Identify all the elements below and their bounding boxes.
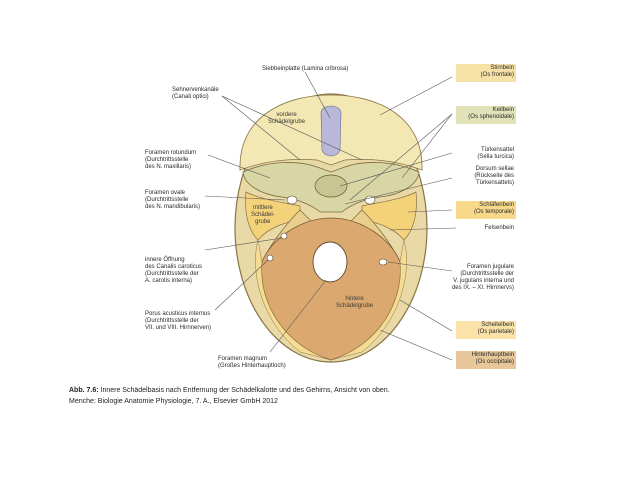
label-vordere-schaedelgrube: vordere Schädelgrube <box>268 112 306 125</box>
label-canalis-caroticus: innere Öffnung des Canalis caroticus (Du… <box>145 257 203 284</box>
leader-lines <box>204 71 457 361</box>
figure-caption: Abb. 7.6: Innere Schädelbasis nach Entfe… <box>69 387 390 394</box>
temporal-bone-left <box>245 191 301 241</box>
porus-acusticus <box>266 254 274 262</box>
foramen-ovale-left <box>286 195 298 205</box>
label-keilbein: Keilbein (Os sphenoidale) <box>456 106 516 124</box>
label-hinterhauptbein: Hinterhauptbein (Os occipitale) <box>456 351 516 369</box>
temporal-bone-right <box>361 191 417 241</box>
label-siebbeinplatte: Siebbeinplatte (Lamina cribrosa) <box>262 66 349 72</box>
parietal-right <box>330 239 407 361</box>
sella-turcica <box>314 174 348 198</box>
label-foramen-magnum: Foramen magnum (Großes Hinterhauptloch) <box>218 356 286 369</box>
label-scheitelbein: Scheitelbein (Os parietale) <box>456 321 516 339</box>
label-hintere-schaedelgrube: hintere Schädelgrube <box>336 296 374 309</box>
foramen-ovale-right <box>364 195 376 205</box>
caption-text: Innere Schädelbasis nach Entfernung der … <box>98 387 390 394</box>
figure-number: Abb. 7.6: <box>69 387 99 394</box>
canalis-caroticus <box>280 232 288 240</box>
label-foramen-jugulare: Foramen jugulare (Durchtrittsstelle der … <box>451 264 514 291</box>
foramen-magnum <box>312 241 348 283</box>
label-sehnervenkanaele: Sehnervenkanäle (Canali optici) <box>172 87 219 100</box>
label-foramen-ovale: Foramen ovale (Durchtrittsstelle des N. … <box>145 190 201 210</box>
label-dorsum-sellae: Dorsum sellae (Rückseite des Türkensatte… <box>474 166 514 186</box>
cribriform-plate <box>320 105 342 157</box>
foramen-jugulare <box>378 258 388 266</box>
label-porus-acusticus: Porus acusticus internus (Durchtrittsste… <box>145 311 212 331</box>
label-stirnbein: Stirnbein (Os frontale) <box>456 64 516 82</box>
label-tuerkensattel: Türkensattel (Sella turcica) <box>477 147 514 160</box>
label-mittlere-schaedelgrube: mittlere Schädel- grube <box>251 205 275 225</box>
figure-source: Menche: Biologie Anatomie Physiologie, 7… <box>69 398 278 405</box>
label-foramen-rotundum: Foramen rotundum (Durchtrittsstelle des … <box>145 150 197 170</box>
label-felsenbein: Felsenbein <box>484 225 514 231</box>
label-schlaefenbein: Schläfenbein (Os temporale) <box>456 201 516 219</box>
